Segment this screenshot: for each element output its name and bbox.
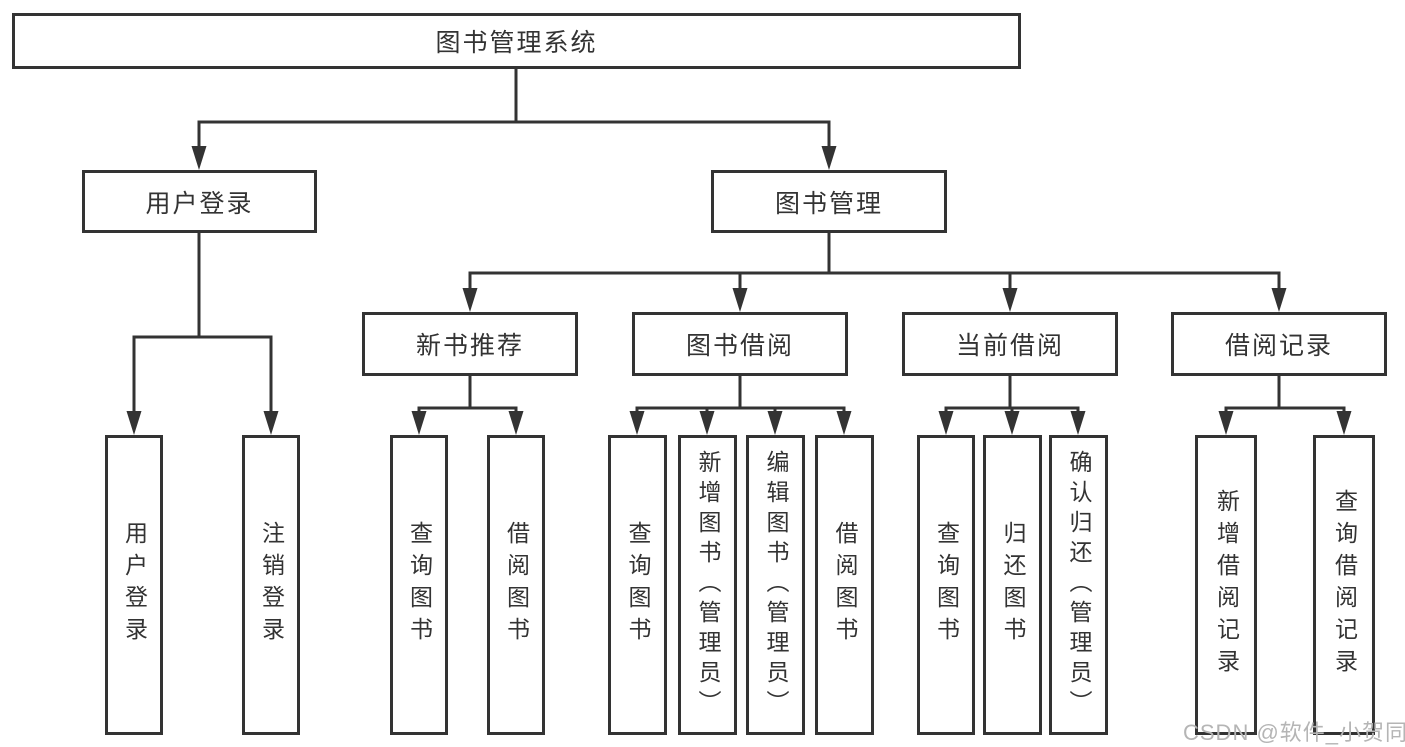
leaf-user-login: 用户登录 bbox=[105, 435, 163, 735]
leaf-borrow-borrow: 借阅图书 bbox=[815, 435, 874, 735]
arrowhead bbox=[1271, 288, 1287, 312]
node-borrow-records: 借阅记录 bbox=[1171, 312, 1387, 376]
node-new-book-recommend: 新书推荐 bbox=[362, 312, 578, 376]
arrowhead bbox=[126, 411, 142, 435]
node-current-borrow: 当前借阅 bbox=[902, 312, 1118, 376]
leaf-newbook-borrow: 借阅图书 bbox=[487, 435, 545, 735]
arrowhead bbox=[263, 411, 279, 435]
arrowhead bbox=[1336, 411, 1352, 435]
arrowhead bbox=[462, 288, 478, 312]
arrowhead bbox=[629, 411, 645, 435]
leaf-newbook-query: 查询图书 bbox=[390, 435, 448, 735]
node-root: 图书管理系统 bbox=[12, 13, 1021, 69]
arrowhead bbox=[767, 411, 783, 435]
node-book-management: 图书管理 bbox=[711, 170, 947, 233]
leaf-borrow-query: 查询图书 bbox=[608, 435, 667, 735]
arrowhead bbox=[191, 146, 207, 170]
csdn-watermark: CSDN @软件_小贺同学 bbox=[1183, 720, 1405, 745]
leaf-current-confirm-admin: 确认归还（管理员） bbox=[1049, 435, 1108, 735]
arrowhead bbox=[508, 411, 524, 435]
leaf-borrow-edit-admin: 编辑图书（管理员） bbox=[746, 435, 805, 735]
arrowhead bbox=[732, 288, 748, 312]
node-user-login: 用户登录 bbox=[82, 170, 317, 233]
leaf-logout: 注销登录 bbox=[242, 435, 300, 735]
arrowhead bbox=[836, 411, 852, 435]
arrowhead bbox=[1218, 411, 1234, 435]
arrowheads bbox=[126, 146, 1352, 435]
leaf-borrow-add-admin: 新增图书（管理员） bbox=[678, 435, 737, 735]
arrowhead bbox=[938, 411, 954, 435]
leaf-records-query: 查询借阅记录 bbox=[1313, 435, 1375, 735]
node-book-borrow: 图书借阅 bbox=[632, 312, 848, 376]
leaf-current-query: 查询图书 bbox=[917, 435, 975, 735]
arrowhead bbox=[1070, 411, 1086, 435]
leaf-records-add: 新增借阅记录 bbox=[1195, 435, 1257, 735]
arrowhead bbox=[1002, 288, 1018, 312]
arrowhead bbox=[1004, 411, 1020, 435]
arrowhead bbox=[411, 411, 427, 435]
arrowhead bbox=[699, 411, 715, 435]
arrowhead bbox=[821, 146, 837, 170]
leaf-current-return: 归还图书 bbox=[983, 435, 1042, 735]
